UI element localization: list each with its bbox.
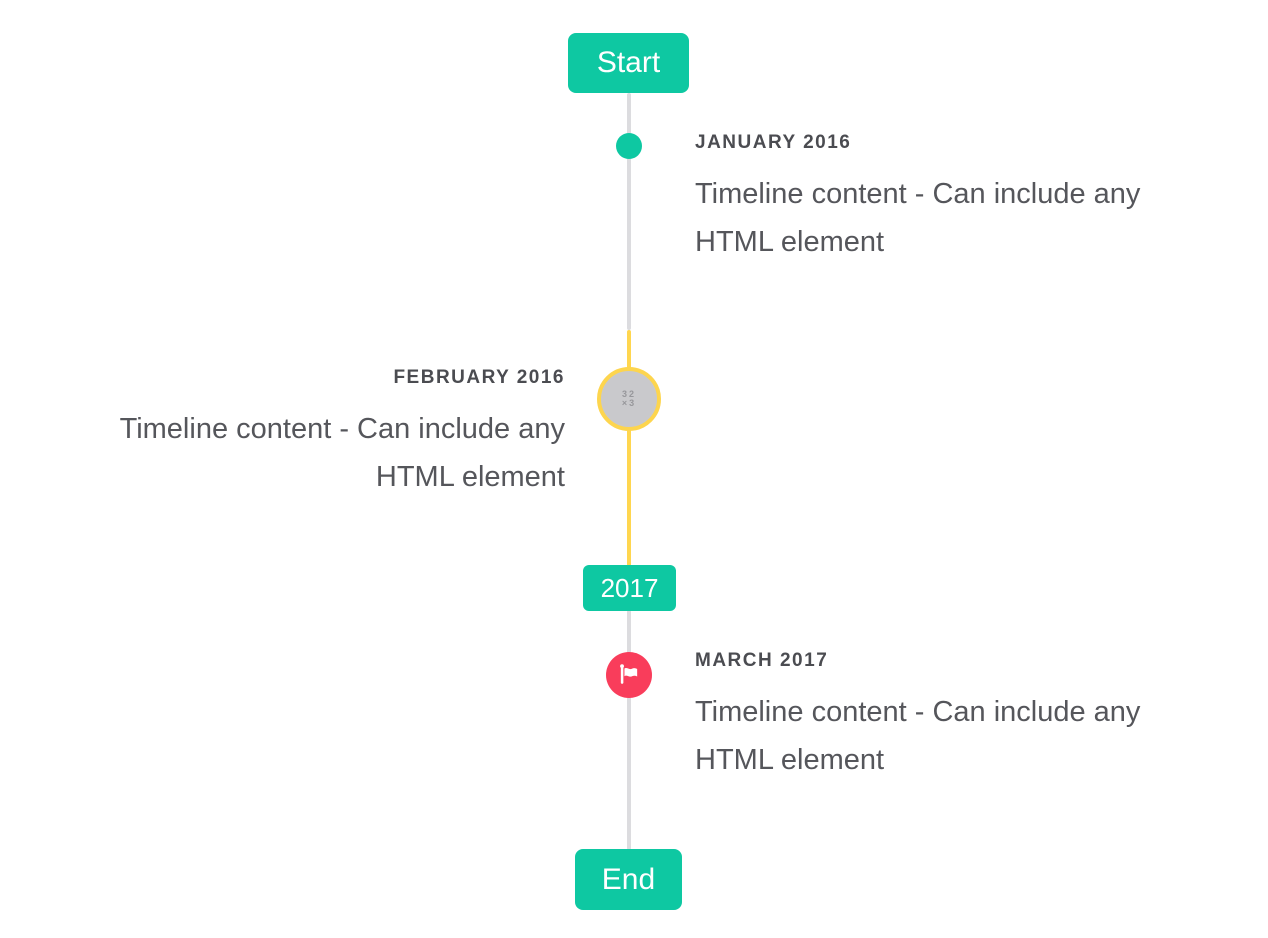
event-content-text: Timeline content - Can include any HTML … [695, 696, 1141, 776]
timeline-line-active-segment [627, 330, 631, 567]
event-content-text: Timeline content - Can include any HTML … [119, 413, 565, 493]
event-marker-image-placeholder-february: 32 ×3 [597, 367, 661, 431]
event-marker-dot-january [616, 133, 642, 159]
event-date-label: MARCH 2017 [695, 650, 829, 671]
timeline-event-march: MARCH 2017 Timeline content - Can includ… [695, 650, 1219, 784]
start-badge[interactable]: Start [568, 33, 689, 93]
timeline-line-top-segment [627, 93, 631, 330]
timeline-line-bottom-segment [627, 610, 631, 850]
placeholder-image-text: 32 [621, 389, 636, 399]
event-date-label: JANUARY 2016 [695, 132, 852, 153]
event-marker-flag-march [606, 652, 652, 698]
end-badge[interactable]: End [575, 849, 682, 910]
placeholder-image-text: ×3 [621, 398, 637, 408]
event-date-label: FEBRUARY 2016 [393, 367, 565, 388]
flag-icon [617, 663, 641, 687]
timeline-event-january: JANUARY 2016 Timeline content - Can incl… [695, 132, 1219, 266]
year-divider-badge[interactable]: 2017 [583, 565, 676, 611]
timeline-event-february: FEBRUARY 2016 Timeline content - Can inc… [41, 367, 565, 501]
event-content-text: Timeline content - Can include any HTML … [695, 178, 1141, 258]
